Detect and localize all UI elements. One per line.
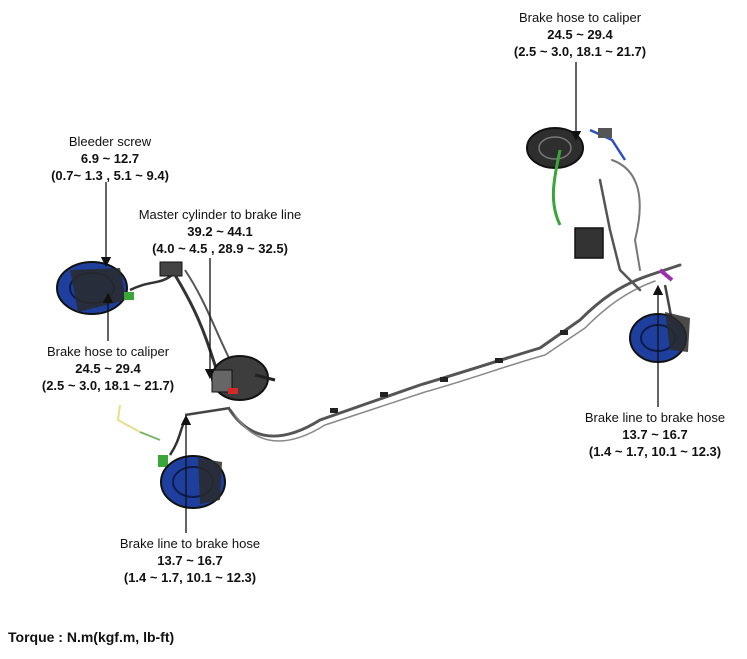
rear-left-brake	[526, 127, 627, 259]
main-brake-line	[228, 159, 682, 442]
callout-name: Brake hose to caliper	[46, 344, 170, 359]
callout-alt-value: (1.4 ~ 1.7, 10.1 ~ 12.3)	[123, 570, 257, 585]
callout-name: Master cylinder to brake line	[138, 207, 302, 222]
callout-value: 24.5 ~ 29.4	[547, 27, 613, 42]
callout-name: Bleeder screw	[68, 134, 152, 149]
torque-units-legend: Torque : N.m(kgf.m, lb-ft)	[8, 629, 175, 645]
callout-master-cylinder: Master cylinder to brake line 39.2 ~ 44.…	[120, 206, 320, 257]
front-left-brake	[56, 261, 183, 315]
callout-alt-value: (2.5 ~ 3.0, 18.1 ~ 21.7)	[513, 44, 647, 59]
callout-front-hose-caliper: Brake hose to caliper 24.5 ~ 29.4 (2.5 ~…	[18, 343, 198, 394]
callout-name: Brake line to brake hose	[119, 536, 261, 551]
callout-value: 24.5 ~ 29.4	[75, 361, 141, 376]
callout-name: Brake hose to caliper	[518, 10, 642, 25]
callout-alt-value: (0.7~ 1.3 , 5.1 ~ 9.4)	[51, 168, 169, 183]
callout-value: 13.7 ~ 16.7	[622, 427, 688, 442]
callout-value: 6.9 ~ 12.7	[80, 151, 140, 166]
callout-name: Brake line to brake hose	[584, 410, 726, 425]
callout-bleeder-screw: Bleeder screw 6.9 ~ 12.7 (0.7~ 1.3 , 5.1…	[40, 133, 180, 184]
rear-right-brake	[629, 268, 690, 363]
callout-arrows	[100, 62, 664, 533]
callout-alt-value: (2.5 ~ 3.0, 18.1 ~ 21.7)	[41, 378, 175, 393]
callout-front-line-hose: Brake line to brake hose 13.7 ~ 16.7 (1.…	[95, 535, 285, 586]
callout-value: 13.7 ~ 16.7	[157, 553, 223, 568]
callout-alt-value: (1.4 ~ 1.7, 10.1 ~ 12.3)	[588, 444, 722, 459]
front-right-brake	[116, 404, 231, 509]
callout-alt-value: (4.0 ~ 4.5 , 28.9 ~ 32.5)	[152, 241, 288, 256]
callout-rear-line-hose: Brake line to brake hose 13.7 ~ 16.7 (1.…	[565, 409, 745, 460]
callout-rear-hose-caliper: Brake hose to caliper 24.5 ~ 29.4 (2.5 ~…	[490, 9, 670, 60]
callout-value: 39.2 ~ 44.1	[187, 224, 253, 239]
